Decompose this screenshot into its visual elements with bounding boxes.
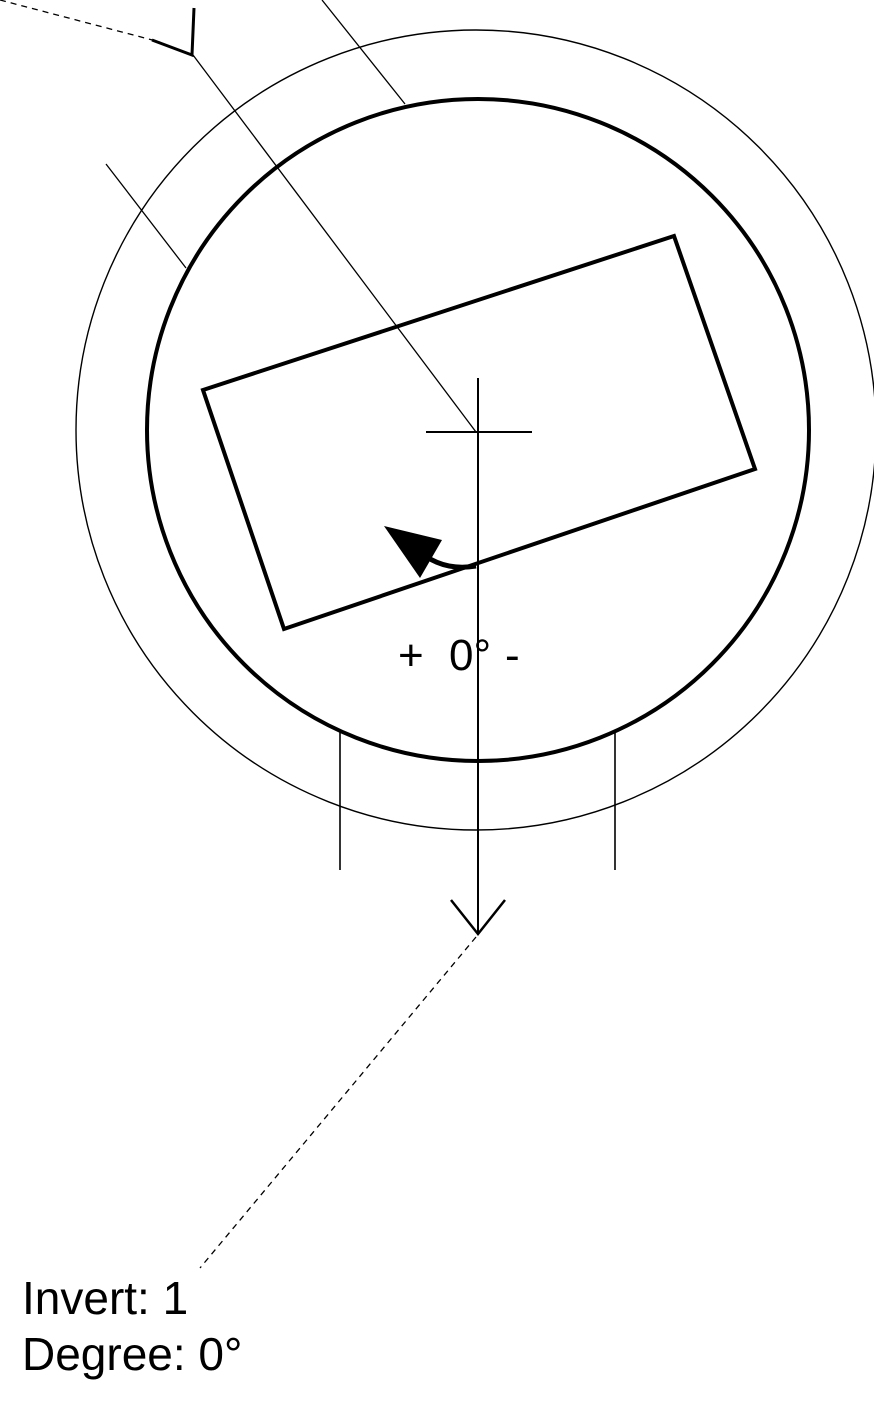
rotation-plus-sign[interactable]: + bbox=[398, 631, 424, 680]
top-ring-tick bbox=[321, 0, 406, 105]
down-arrow-icon[interactable] bbox=[450, 899, 506, 937]
rotation-degree-value: 0° bbox=[449, 631, 491, 680]
curved-rotate-arrow-icon[interactable] bbox=[384, 526, 477, 578]
invert-readout: Invert: 1 bbox=[22, 1272, 189, 1324]
rotated-rectangle[interactable] bbox=[200, 233, 758, 632]
info-panel: Invert: 1 Degree: 0° bbox=[22, 1270, 242, 1382]
bottom-dashed-leader bbox=[199, 936, 477, 1269]
diagonal-direction-line bbox=[192, 54, 477, 433]
outer-circle bbox=[75, 29, 874, 831]
rotation-minus-sign[interactable]: - bbox=[505, 631, 520, 680]
degree-readout: Degree: 0° bbox=[22, 1328, 243, 1380]
top-dashed-leader bbox=[0, 0, 161, 43]
left-ring-tick bbox=[105, 163, 187, 269]
top-direction-arrow[interactable] bbox=[151, 7, 196, 58]
